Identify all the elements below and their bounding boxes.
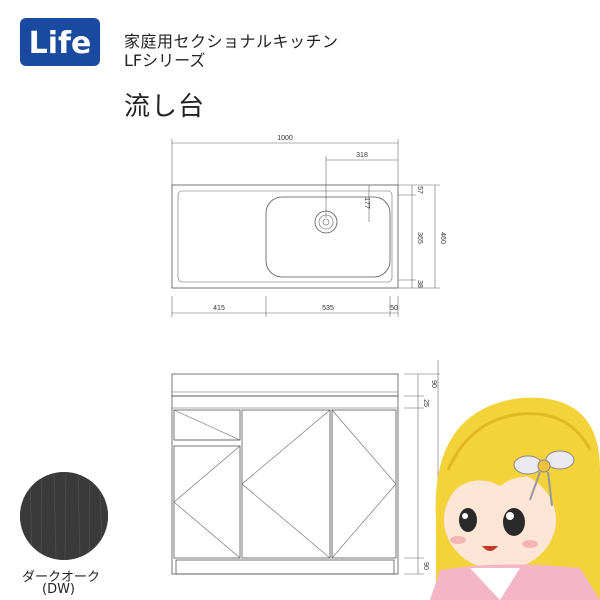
- dim-left-width: 415: [213, 305, 225, 312]
- dim-depth-inner: 365: [416, 232, 423, 244]
- dim-bowl-width: 535: [322, 305, 334, 312]
- logo-text: Life: [29, 26, 92, 61]
- series-subtitle: LFシリーズ: [124, 51, 206, 70]
- mascot-illustration: [430, 397, 600, 600]
- dim-depth-top: 57: [416, 186, 423, 194]
- series-title: 家庭用セクショナルキッチン: [124, 32, 339, 51]
- color-name: ダークオーク: [22, 570, 101, 585]
- life-logo: Life: [20, 18, 100, 66]
- dim-drain-offset: 318: [356, 152, 368, 159]
- dim-drawer-height: 25: [422, 399, 429, 407]
- dim-drain-depth: 177: [363, 197, 370, 209]
- dim-depth-bottom: 38: [416, 280, 423, 288]
- product-title: 流し台: [124, 92, 206, 122]
- color-swatch: [20, 472, 108, 560]
- dim-top-height: 90: [430, 380, 437, 388]
- front-view: 90 25 90: [171, 360, 440, 575]
- color-code: (DW): [42, 582, 76, 597]
- dim-right-width: 50: [390, 305, 398, 312]
- dim-base-height: 90: [422, 562, 429, 570]
- top-view: 1000 318 177 57 365 460 38 415 535: [171, 135, 446, 317]
- dim-width-total: 1000: [277, 135, 293, 142]
- dim-depth-total: 460: [439, 232, 446, 244]
